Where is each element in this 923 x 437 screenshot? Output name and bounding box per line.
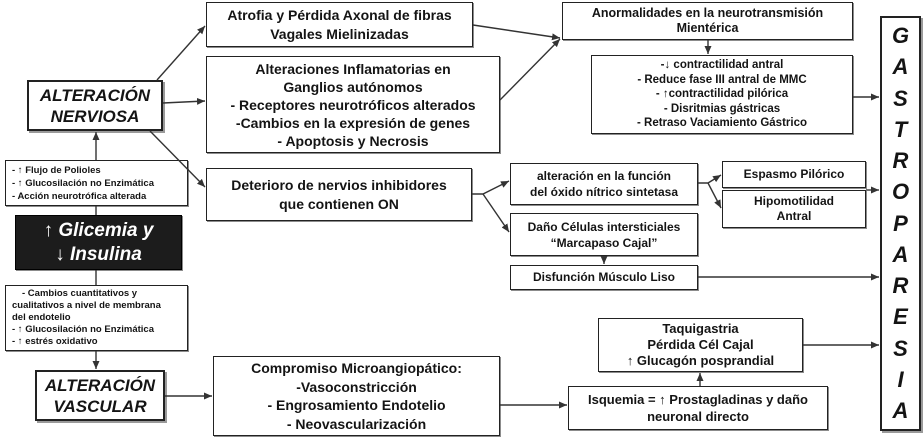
node-line: - Acción neurotrófica alterada [12, 190, 147, 202]
node-line: Daño Células intersticiales [527, 219, 681, 234]
node-line: neuronal directo [647, 409, 749, 424]
arrow-deterioro-to-oxido-nitrico [472, 180, 510, 195]
node-line: ALTERACIÓN [39, 85, 151, 105]
gastroparesia-letter: G [891, 23, 910, 48]
node-line: - Cambios cuantitativos y [22, 288, 138, 299]
node-alteraciones-motoras: -↓ contractilidad antral - Reduce fase I… [591, 55, 853, 134]
node-line: - ↑ Glucosilación no Enzimática [12, 177, 154, 189]
node-line: -Vasoconstricción [296, 378, 417, 395]
node-deterioro-nervios: Deterioro de nervios inhibidores que con… [206, 168, 472, 221]
gastroparesia-letter: E [893, 304, 908, 330]
node-line: Disfunción Músculo Liso [532, 270, 675, 284]
node-line: Pérdida Cél Cajal [647, 337, 754, 352]
node-line: Ganglios autónomos [283, 78, 423, 95]
node-line: Anormalidades en la neurotransmisión [591, 6, 824, 20]
arrow-oxido-to-espasmo [698, 174, 722, 184]
node-line: Compromiso Microangiopático: [251, 360, 462, 376]
node-line: ↑ Glucagón posprandial [626, 353, 775, 368]
node-line: NERVIOSA [50, 106, 140, 126]
node-line: - Receptores neurotróficos alterados [230, 96, 476, 113]
node-line: - ↑ Flujo de Polioles [12, 164, 101, 176]
node-line: Espasmo Pilórico [743, 167, 845, 181]
gastroparesia-letter: S [893, 335, 908, 361]
node-line: Taquigastria [662, 321, 739, 336]
gastroparesia-letter: A [892, 54, 909, 80]
node-oxido-nitrico: alteración en la función del óxido nítri… [510, 163, 698, 205]
gastroparesia-letter: R [892, 273, 909, 298]
node-isquemia: Isquemia = ↑ Prostagladinas y daño neuro… [568, 386, 828, 430]
node-line: Antral [776, 209, 812, 223]
node-line: - Engrosamiento Endotelio [267, 397, 446, 413]
node-line: Hipomotilidad [754, 194, 834, 208]
gastroparesia-letter: R [892, 148, 909, 173]
node-glicemia-insulina: ↑ Glicemia y ↓ Insulina [15, 215, 182, 270]
node-line: - Neovascularización [286, 415, 427, 432]
node-line: “Marcapaso Cajal” [550, 235, 658, 250]
node-line: ↑ Glicemia y [43, 219, 154, 241]
node-line: Mientérica [676, 21, 739, 35]
arrow-oxido-to-hipomotilidad [707, 182, 722, 209]
node-line: -Cambios en la expresión de genes [235, 114, 471, 131]
node-line: ↓ Insulina [55, 243, 142, 265]
node-mecanismos-vasculares: - Cambios cuantitativos y cualitativos a… [5, 285, 188, 351]
node-neurotransmision: Anormalidades en la neurotransmisión Mie… [562, 2, 853, 40]
node-musculo-liso: Disfunción Músculo Liso [510, 265, 698, 290]
node-line: - ↑contractilidad pilórica [655, 88, 789, 101]
node-line: - ↑ estrés oxidativo [12, 336, 98, 347]
gastroparesia-letter: A [892, 241, 909, 267]
gastroparesia-letter: T [893, 116, 908, 142]
arrow-nerviosa-to-atrofia [156, 25, 206, 81]
node-celulas-cajal: Daño Células intersticiales “Marcapaso C… [510, 213, 698, 256]
node-alteracion-vascular: ALTERACIÓN VASCULAR [35, 370, 165, 421]
gastroparesia-letter: O [891, 179, 910, 205]
gastroparesia-letter: S [893, 85, 908, 111]
node-line: - Apoptosis y Necrosis [277, 132, 429, 149]
node-line: Alteraciones Inflamatorias en [255, 60, 451, 77]
node-line: cualitativos a nivel de membrana [12, 300, 161, 311]
node-efectos-isquemia: Taquigastria Pérdida Cél Cajal ↑ Glucagó… [598, 318, 803, 372]
node-line: VASCULAR [53, 396, 147, 416]
node-line: del endotelio [12, 312, 71, 323]
node-line: del óxido nítrico sintetasa [529, 185, 679, 199]
gastroparesia-letter: P [893, 210, 908, 236]
node-microangiopatia: Compromiso Microangiopático: -Vasoconstr… [213, 356, 500, 436]
arrow-inflamatorias-to-neurotransmision [499, 38, 561, 101]
arrow-atrofia-to-neurotransmision [472, 24, 561, 41]
node-line: ALTERACIÓN [44, 375, 156, 395]
node-line: Vagales Mielinizadas [270, 25, 409, 42]
node-atrofia-axonal: Atrofia y Pérdida Axonal de fibras Vagal… [206, 2, 473, 47]
node-line: Isquemia = ↑ Prostagladinas y daño [588, 392, 808, 407]
gastroparesia-letter: A [892, 398, 909, 423]
node-line: - ↑ Glucosilación no Enzimática [12, 324, 154, 335]
gastroparesia-letter: I [897, 366, 904, 392]
node-line: -↓ contractilidad antral [660, 59, 784, 72]
node-line: Deterioro de nervios inhibidores [231, 176, 447, 193]
arrow-nerviosa-to-inflamatorias [162, 97, 206, 105]
node-hipomotilidad-antral: Hipomotilidad Antral [722, 190, 866, 228]
node-line: Atrofia y Pérdida Axonal de fibras [227, 6, 452, 23]
node-espasmo-pilorico: Espasmo Pilórico [722, 161, 866, 188]
arrow-deterioro-to-celulas-cajal [482, 193, 510, 233]
node-line: - Disritmias gástricas [663, 102, 781, 115]
node-line: que contienen ON [279, 195, 399, 212]
node-line: - Reduce fase III antral de MMC [637, 73, 807, 86]
node-line: alteración en la función [536, 169, 672, 183]
node-alteracion-nerviosa: ALTERACIÓN NERVIOSA [27, 80, 163, 131]
node-line: - Retraso Vaciamiento Gástrico [636, 117, 807, 130]
node-mecanismos-nerviosos: - ↑ Flujo de Polioles - ↑ Glucosilación … [5, 160, 188, 206]
node-alteraciones-inflamatorias: Alteraciones Inflamatorias en Ganglios a… [206, 56, 500, 153]
